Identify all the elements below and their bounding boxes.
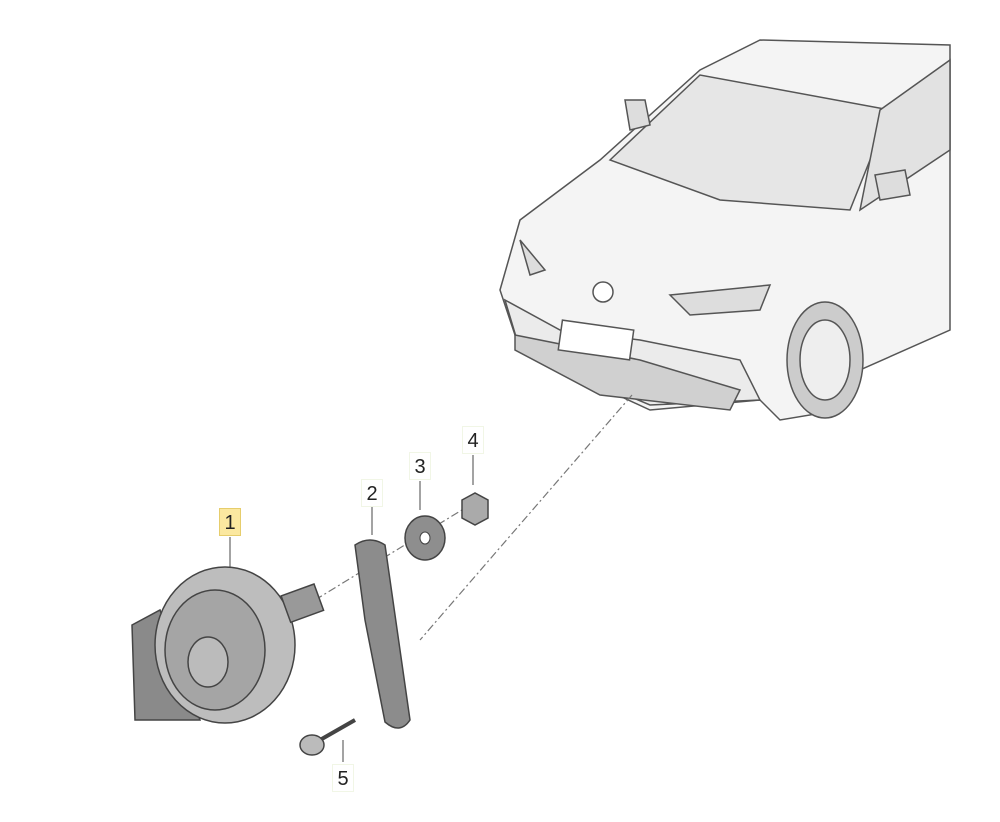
horn-part xyxy=(131,566,325,724)
leader-lines xyxy=(229,455,474,762)
screw-part xyxy=(299,718,356,756)
nut-part xyxy=(461,492,489,526)
callout-2-bracket[interactable]: 2 xyxy=(361,479,383,507)
callout-4-nut[interactable]: 4 xyxy=(462,426,484,454)
callout-1-horn[interactable]: 1 xyxy=(219,508,241,536)
callout-5-screw[interactable]: 5 xyxy=(332,764,354,792)
callout-3-washer[interactable]: 3 xyxy=(409,452,431,480)
car-illustration xyxy=(499,39,951,421)
bracket-part xyxy=(354,539,411,729)
assembly-lines xyxy=(314,394,633,641)
